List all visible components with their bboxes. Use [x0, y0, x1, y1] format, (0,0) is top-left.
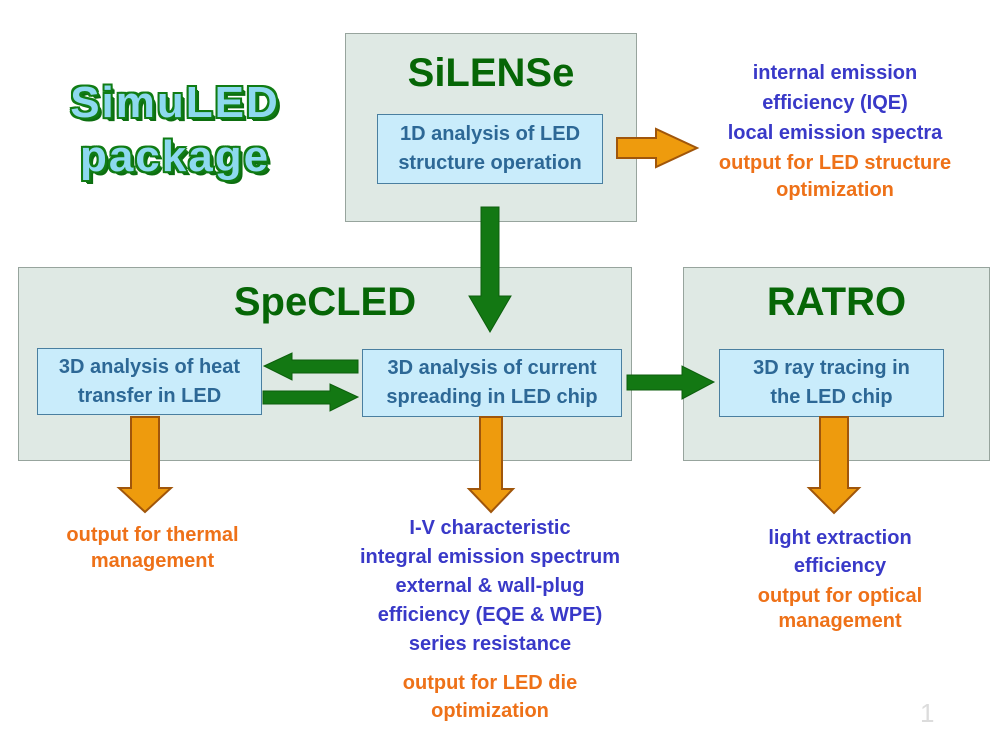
silense-outputs-blue: internal emission efficiency (IQE) local… [670, 58, 1000, 148]
output-line: external & wall-plug [395, 575, 585, 597]
current-spreading-line2: spreading in LED chip [386, 386, 598, 408]
output-line: efficiency (EQE & WPE) [377, 604, 603, 626]
silense-function-line1: 1D analysis of LED [399, 123, 581, 145]
ratro-title: RATRO [766, 280, 907, 324]
output-line: light extraction [768, 527, 912, 549]
output-line: management [90, 550, 215, 572]
output-line: optimization [776, 179, 894, 201]
current-spreading-box: 3D analysis of current spreading in LED … [362, 349, 622, 417]
output-line: efficiency [793, 555, 887, 577]
heat-transfer-line2: transfer in LED [77, 384, 222, 407]
die-outputs-blue: I-V characteristic integral emission spe… [330, 514, 650, 659]
output-line: output for LED structure [718, 152, 952, 174]
output-line: output for LED die [402, 672, 578, 694]
silense-function-box: 1D analysis of LED structure operation [377, 114, 603, 184]
output-line: output for optical [757, 585, 923, 607]
heat-transfer-line1: 3D analysis of heat [58, 355, 241, 378]
silense-function-line2: structure operation [398, 152, 582, 174]
output-line: output for thermal [66, 524, 239, 546]
output-line: local emission spectra [727, 122, 943, 144]
output-line: series resistance [408, 633, 572, 655]
output-line: internal emission [752, 62, 918, 84]
ray-tracing-box: 3D ray tracing in the LED chip [719, 349, 944, 417]
package-title: SimuLED package [40, 76, 310, 184]
silense-title: SiLENSe [407, 51, 575, 95]
output-line: I-V characteristic [409, 517, 571, 539]
die-outputs-orange: output for LED die optimization [330, 669, 650, 725]
package-title-line1: SimuLED [70, 78, 280, 127]
silense-outputs-orange: output for LED structure optimization [670, 150, 1000, 204]
output-line: integral emission spectrum [359, 546, 621, 568]
specled-title: SpeCLED [233, 280, 417, 324]
output-line: efficiency (IQE) [762, 92, 908, 114]
current-spreading-line1: 3D analysis of current [387, 357, 597, 379]
faint-page-number: 1 [920, 698, 935, 728]
optical-outputs-blue: light extraction efficiency [700, 524, 980, 580]
ray-tracing-line1: 3D ray tracing in [753, 357, 910, 379]
package-title-line2: package [79, 132, 271, 181]
ray-tracing-line2: the LED chip [770, 386, 893, 408]
optical-outputs-orange: output for optical management [700, 584, 980, 634]
thermal-output-text: output for thermal management [25, 522, 280, 574]
heat-transfer-box: 3D analysis of heat transfer in LED [37, 348, 262, 415]
output-line: optimization [431, 700, 549, 722]
output-line: management [778, 610, 902, 632]
